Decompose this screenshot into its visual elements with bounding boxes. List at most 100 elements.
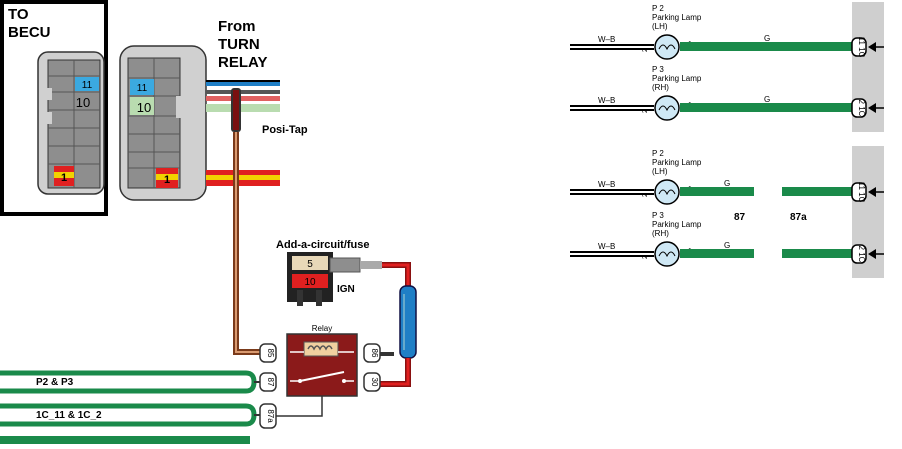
svg-text:(LH): (LH)	[652, 22, 668, 31]
relay-pin-87: 87	[259, 372, 277, 392]
turn-relay-title-line2: TURN	[218, 36, 260, 53]
svg-text:2: 2	[642, 193, 649, 197]
svg-text:(LH): (LH)	[652, 167, 668, 176]
turn-relay-connector: 11 10 1 From TURN RELAY	[119, 18, 280, 201]
svg-text:11 1C: 11 1C	[857, 182, 866, 203]
bottom-lamp2-green-wire-right	[782, 249, 852, 258]
fuse-10a	[292, 274, 328, 288]
wire-brown-85	[233, 132, 262, 355]
turn-relay-title-line1: From	[218, 18, 256, 35]
relay-pin-87-label: 87	[266, 378, 275, 387]
top-lamp1-green-wire	[680, 42, 852, 51]
schematic-bottom-lamp1: W–B 2 P 2 Parking Lamp (LH) 1 G 11 1C	[570, 149, 884, 205]
relay-pin-85-label: 85	[266, 349, 275, 358]
relay: Relay 85 86 87 30 87a	[259, 324, 381, 429]
becu-connector: TO BECU 11 10 1	[0, 0, 108, 216]
svg-text:Parking Lamp: Parking Lamp	[652, 13, 702, 22]
wire-87a-label: 1C_11 & 1C_2	[36, 410, 102, 421]
schematic-top: W–B 2 P 2 Parking Lamp (LH) 1 G 11 1C W–…	[570, 2, 884, 132]
relay-pin-30-label: 30	[370, 378, 379, 387]
svg-text:Parking Lamp: Parking Lamp	[652, 220, 702, 229]
svg-text:G: G	[724, 241, 730, 250]
svg-text:G: G	[724, 179, 730, 188]
svg-text:(RH): (RH)	[652, 83, 669, 92]
wire-light-green	[206, 104, 280, 112]
schematic-bottom-lamp2: W–B 2 P 3 Parking Lamp (RH) 1 G 2 1C	[570, 211, 884, 267]
inline-fuse	[399, 285, 417, 359]
svg-text:G: G	[764, 95, 770, 104]
wire-87-output: P2 & P3	[0, 370, 260, 394]
wire-red-30	[380, 358, 411, 387]
becu-title-line1: TO	[8, 6, 29, 23]
wire-red-stripe	[206, 96, 280, 101]
top-lamp2-bulb-icon	[654, 95, 680, 121]
posi-tap: Posi-Tap	[231, 88, 308, 136]
turn-relay-title-line3: RELAY	[218, 54, 267, 71]
wire-87a-output: 1C_11 & 1C_2	[0, 403, 260, 444]
turn-relay-latch	[176, 96, 196, 118]
wire-blue	[206, 80, 280, 86]
top-lamp1-wire-in: W–B	[598, 35, 615, 44]
bottom-lamp1-bulb-icon	[654, 179, 680, 205]
ign-label: IGN	[337, 284, 355, 295]
gap-label-87: 87	[734, 212, 746, 223]
fuse-5a	[292, 256, 328, 270]
turn-relay-pin-10-label: 10	[137, 100, 151, 115]
becu-title-line2: BECU	[8, 24, 51, 41]
becu-pin-10-label: 10	[76, 95, 90, 110]
becu-pin-1-label: 1	[61, 172, 67, 184]
relay-pin-86: 86	[363, 343, 381, 363]
svg-text:W–B: W–B	[598, 242, 615, 251]
add-a-circuit-title: Add-a-circuit/fuse	[276, 239, 370, 251]
svg-text:Parking Lamp: Parking Lamp	[652, 158, 702, 167]
wire-dark	[206, 90, 280, 94]
turn-relay-pin-11	[130, 79, 154, 95]
fuse-10a-label: 10	[304, 277, 316, 288]
turn-relay-pin-10	[130, 97, 154, 115]
wire-87-label: P2 & P3	[36, 377, 74, 388]
svg-text:2: 2	[642, 109, 649, 113]
relay-pin-85: 85	[259, 343, 277, 363]
becu-pin-10	[75, 93, 99, 109]
relay-pin-87a: 87a	[259, 403, 277, 429]
svg-text:(RH): (RH)	[652, 229, 669, 238]
svg-text:P 2: P 2	[652, 149, 664, 158]
relay-pin-86-label: 86	[370, 349, 379, 358]
bottom-lamp1-green-wire-right	[782, 187, 852, 196]
bottom-lamp2-bulb-icon	[654, 241, 680, 267]
becu-latch-top	[40, 88, 52, 100]
schematic-top-lamp2: W–B 2 P 3 Parking Lamp (RH) 1 G 2 1C	[570, 65, 884, 121]
bottom-lamp2-green-wire-left	[680, 249, 754, 258]
fuse-tap-lead	[329, 257, 361, 273]
top-lamp1-bulb-icon	[654, 34, 680, 60]
svg-text:2 1C: 2 1C	[857, 100, 866, 117]
svg-text:Parking Lamp: Parking Lamp	[652, 74, 702, 83]
relay-pin-87a-label: 87a	[266, 409, 275, 423]
svg-text:2: 2	[642, 255, 649, 259]
svg-text:2: 2	[642, 48, 649, 52]
becu-pin-11-label: 11	[82, 80, 93, 91]
becu-latch-bottom	[40, 112, 52, 124]
posi-tap-label: Posi-Tap	[262, 124, 308, 136]
bottom-lamp1-green-wire-left	[680, 187, 754, 196]
svg-text:P 3: P 3	[652, 211, 664, 220]
svg-text:11 1C: 11 1C	[857, 37, 866, 58]
relay-coil	[303, 341, 339, 357]
schematic-bottom: W–B 2 P 2 Parking Lamp (LH) 1 G 11 1C 87…	[570, 146, 884, 278]
gap-label-87a: 87a	[790, 212, 807, 223]
relay-title: Relay	[312, 324, 332, 333]
fuse-5a-label: 5	[307, 259, 313, 270]
schematic-top-lamp1: W–B 2 P 2 Parking Lamp (LH) 1 G 11 1C	[570, 4, 884, 60]
svg-text:P 2: P 2	[652, 4, 664, 13]
becu-pin-11	[75, 77, 99, 91]
svg-text:2 1C: 2 1C	[857, 246, 866, 263]
svg-text:W–B: W–B	[598, 180, 615, 189]
top-lamp2-green-wire	[680, 103, 852, 112]
svg-text:W–B: W–B	[598, 96, 615, 105]
relay-switch-arm	[299, 371, 345, 382]
wire-red-fuse	[382, 262, 411, 287]
turn-relay-pin-1-label: 1	[164, 174, 170, 186]
turn-relay-pin-11-label: 11	[137, 83, 148, 94]
svg-text:G: G	[764, 34, 770, 43]
add-a-circuit: Add-a-circuit/fuse 5 10 IGN	[276, 239, 382, 306]
